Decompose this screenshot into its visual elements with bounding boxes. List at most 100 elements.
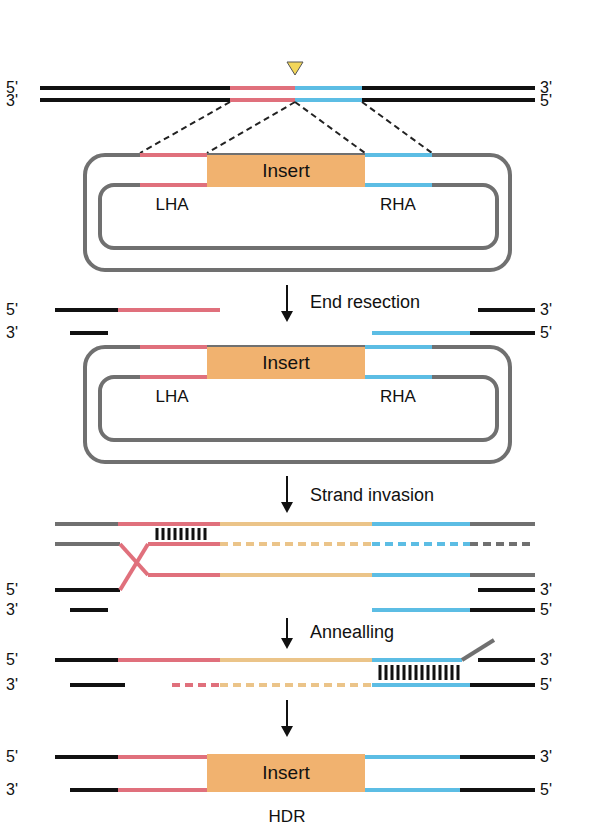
arrow-head — [281, 311, 293, 322]
strand — [478, 308, 535, 312]
strand — [295, 98, 362, 102]
insert-label: Insert — [262, 762, 310, 784]
homology-arm — [365, 375, 432, 379]
plasmid-inner-strand — [100, 377, 497, 440]
strand — [118, 755, 207, 759]
plasmid-outer-strand — [85, 347, 510, 462]
strand — [372, 331, 470, 335]
strand-end-label: 3' — [6, 677, 18, 693]
process-label: HDR — [269, 808, 306, 825]
new-synthesis — [220, 683, 372, 687]
strand — [55, 588, 120, 592]
plasmid-inner-strand — [100, 185, 497, 248]
strand — [148, 542, 220, 546]
step-arrow — [286, 618, 288, 640]
strand — [230, 98, 295, 102]
strand-end-label: 5' — [6, 582, 18, 598]
strand-end-label: 5' — [540, 782, 552, 798]
base-pairing — [157, 528, 205, 540]
strand — [118, 658, 220, 662]
strand — [460, 755, 535, 759]
homology-arm — [365, 153, 432, 157]
strand — [70, 683, 125, 687]
strand — [118, 308, 220, 312]
insert-label: Insert — [262, 160, 310, 182]
strand — [220, 658, 372, 662]
strand — [362, 98, 535, 102]
stage-3-dna — [55, 524, 535, 610]
guide-line — [362, 102, 432, 153]
strand-end-label: 3' — [6, 782, 18, 798]
strand-end-label: 3' — [540, 652, 552, 668]
strand — [55, 308, 118, 312]
insert-box: Insert — [207, 347, 365, 379]
strand-end-label: 5' — [6, 302, 18, 318]
homology-arm — [365, 345, 432, 349]
strand — [40, 86, 230, 90]
strand-end-label: 3' — [6, 602, 18, 618]
strand — [148, 573, 220, 577]
strand — [230, 86, 295, 90]
strand — [362, 86, 535, 90]
strand — [460, 788, 535, 792]
strand — [220, 573, 372, 577]
stage-4-dna — [55, 640, 535, 685]
strand — [372, 608, 470, 612]
arrow-head — [281, 638, 293, 649]
strand — [55, 522, 118, 526]
flap — [462, 640, 494, 660]
strand-end-label: 5' — [540, 677, 552, 693]
strand — [372, 573, 470, 577]
arrow-head — [281, 726, 293, 737]
homology-arm-label: LHA — [155, 387, 188, 407]
insert-box: Insert — [207, 754, 365, 792]
strand — [365, 788, 460, 792]
step-label: Strand invasion — [310, 486, 434, 504]
strand — [70, 331, 108, 335]
homology-arm — [140, 345, 207, 349]
homology-arm — [140, 183, 207, 187]
strand — [470, 683, 535, 687]
donor-plasmid: LHA RHA Insert — [80, 342, 516, 467]
strand — [470, 608, 535, 612]
guide-line — [207, 102, 295, 153]
new-synthesis — [372, 542, 470, 546]
strand-end-label: 3' — [6, 325, 18, 341]
homology-arm — [365, 183, 432, 187]
strand — [220, 522, 372, 526]
arrow-head — [281, 502, 293, 513]
strand-end-label: 5' — [540, 93, 552, 109]
strand-end-label: 5' — [6, 749, 18, 765]
strand — [365, 755, 460, 759]
step-label: Annealling — [310, 623, 394, 641]
strand — [70, 788, 118, 792]
strand — [372, 522, 470, 526]
strand — [470, 522, 535, 526]
homology-arm-label: RHA — [380, 387, 416, 407]
strand — [55, 658, 118, 662]
strand-end-label: 5' — [6, 652, 18, 668]
new-synthesis — [470, 542, 535, 546]
cut-site-marker — [287, 62, 303, 75]
insert-box: Insert — [207, 155, 365, 187]
strand-end-label: 5' — [540, 325, 552, 341]
step-arrow — [286, 285, 288, 313]
homology-arm — [140, 375, 207, 379]
stage-1-dna — [40, 88, 535, 100]
strand — [470, 331, 535, 335]
homology-arm-label: RHA — [380, 195, 416, 215]
strand-end-label: 3' — [6, 93, 18, 109]
strand — [372, 683, 470, 687]
guide-line — [295, 102, 365, 153]
strand — [478, 658, 535, 662]
new-synthesis — [220, 542, 372, 546]
step-arrow — [286, 700, 288, 728]
homology-arm-label: LHA — [155, 195, 188, 215]
strand — [55, 755, 118, 759]
strand — [478, 588, 535, 592]
strand-end-label: 3' — [540, 582, 552, 598]
strand-end-label: 3' — [540, 749, 552, 765]
crossover-strand — [120, 544, 148, 590]
strand-end-label: 3' — [540, 302, 552, 318]
